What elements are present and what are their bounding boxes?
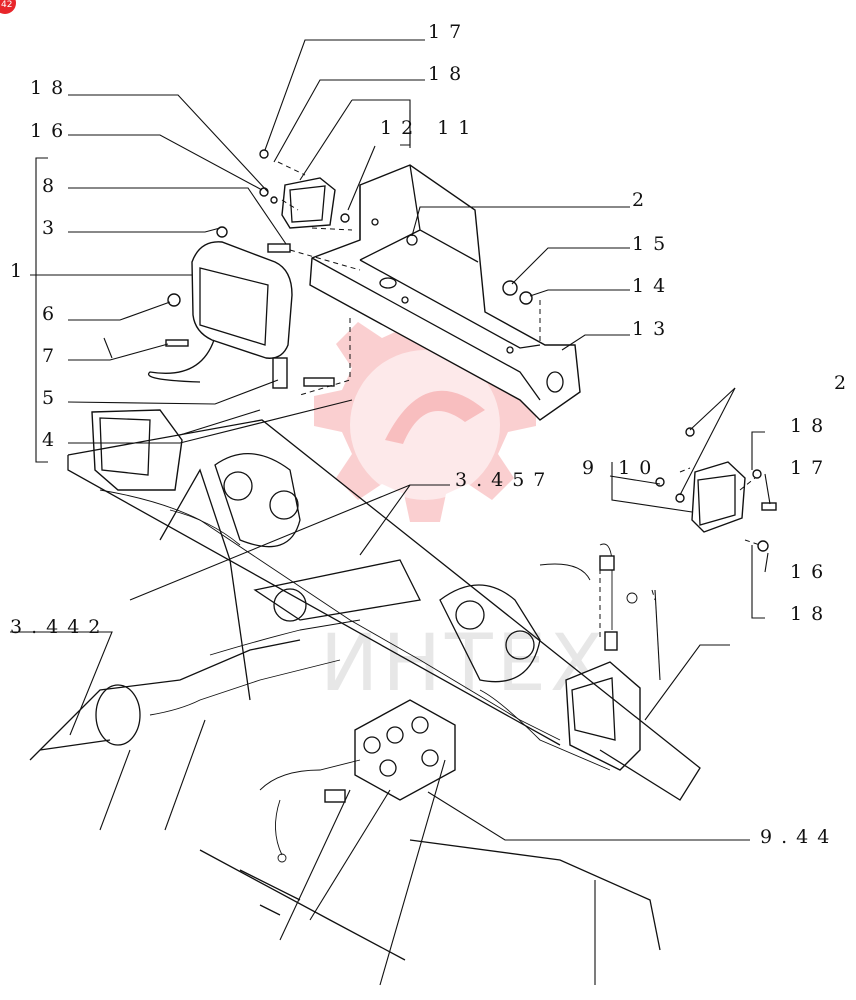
label-17b: 17 (790, 457, 832, 479)
bracket-assembly (309, 164, 581, 421)
lamp-small-upper (281, 177, 336, 229)
assembly-dashed-lines (277, 161, 761, 640)
label-2a: 2 (632, 189, 653, 211)
label-910: 9 10 (582, 457, 660, 479)
label-2b: 2 (834, 372, 855, 394)
label-18d: 18 (790, 603, 832, 625)
lamp-right-upper (691, 461, 746, 533)
label-4: 4 (42, 429, 63, 451)
leader-lines (10, 39, 771, 986)
label-3: 3 (42, 217, 63, 239)
work-lamp-left (147, 241, 293, 383)
label-18c: 18 (790, 415, 832, 437)
svg-text:42: 42 (1, 0, 12, 10)
page-badge: 42 (0, 0, 16, 14)
label-16b: 16 (790, 561, 832, 583)
label-944: 9.44 (760, 826, 838, 848)
callout-labels: 17 18 18 12 11 16 8 2 3 1 15 14 6 13 7 5… (10, 21, 855, 848)
label-16a: 16 (30, 120, 72, 142)
valve-block (324, 699, 456, 803)
label-13: 13 (632, 318, 674, 340)
machine-frame (29, 419, 701, 961)
label-15: 15 (632, 233, 674, 255)
watermark-text: ИНТЕХ (320, 619, 607, 709)
label-17a: 17 (428, 21, 470, 43)
label-14: 14 (632, 275, 674, 297)
label-8: 8 (42, 175, 63, 197)
label-5: 5 (42, 387, 63, 409)
lamp-on-machine-right (565, 661, 641, 771)
label-3442: 3.442 (10, 616, 109, 638)
label-1211: 12 11 (380, 117, 479, 139)
label-7: 7 (42, 345, 63, 367)
label-3457: 3.457 (455, 469, 554, 491)
lamp-on-machine-left (91, 409, 183, 491)
label-18a: 18 (428, 63, 470, 85)
label-6: 6 (42, 303, 63, 325)
label-18b: 18 (30, 77, 72, 99)
label-1: 1 (10, 260, 31, 282)
